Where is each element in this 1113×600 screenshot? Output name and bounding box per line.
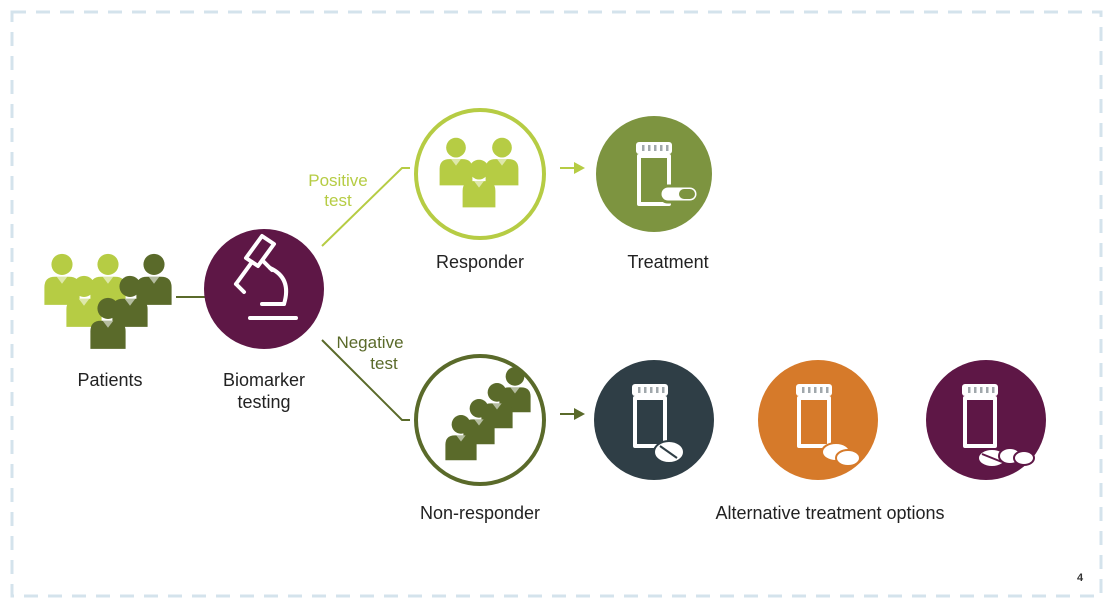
arrow-responder-to-treatment: [560, 162, 585, 174]
pill-bottle-tablets-icon: [794, 382, 861, 467]
slide-border: [10, 10, 1103, 598]
non-responder-label: Non-responder: [420, 503, 540, 523]
biomarker-label-line1: Biomarker: [223, 370, 305, 390]
responder-label: Responder: [436, 252, 524, 272]
pill-bottle-capsule-icon: [634, 140, 700, 206]
negative-test-label-line2: test: [370, 354, 398, 373]
alternative-treatment-label: Alternative treatment options: [715, 503, 944, 523]
alt-option-2: [758, 360, 878, 480]
page-number: 4: [1077, 572, 1084, 584]
microscope-icon: [234, 234, 298, 320]
connector-negative-branch: [321, 339, 410, 421]
pill-bottle-multiple-tablets-icon: [960, 382, 1035, 468]
biomarker-node: [204, 229, 324, 349]
positive-test-label-line2: test: [324, 191, 352, 210]
connector-positive-branch: [321, 167, 410, 247]
non-responder-node: [414, 354, 546, 486]
treatment-label: Treatment: [627, 252, 708, 272]
alt-option-3: [926, 360, 1046, 480]
pill-bottle-tablet-icon: [630, 382, 685, 464]
biomarker-label-line2: testing: [237, 392, 290, 412]
patients-label: Patients: [77, 370, 142, 390]
negative-test-label-line1: Negative: [336, 333, 403, 352]
responder-node: [414, 108, 546, 240]
positive-test-label-line1: Positive: [308, 171, 368, 190]
patients-icon: [44, 253, 172, 349]
arrow-nonresponder-to-alternatives: [560, 408, 585, 420]
treatment-node: [596, 116, 712, 232]
alt-option-1: [594, 360, 714, 480]
